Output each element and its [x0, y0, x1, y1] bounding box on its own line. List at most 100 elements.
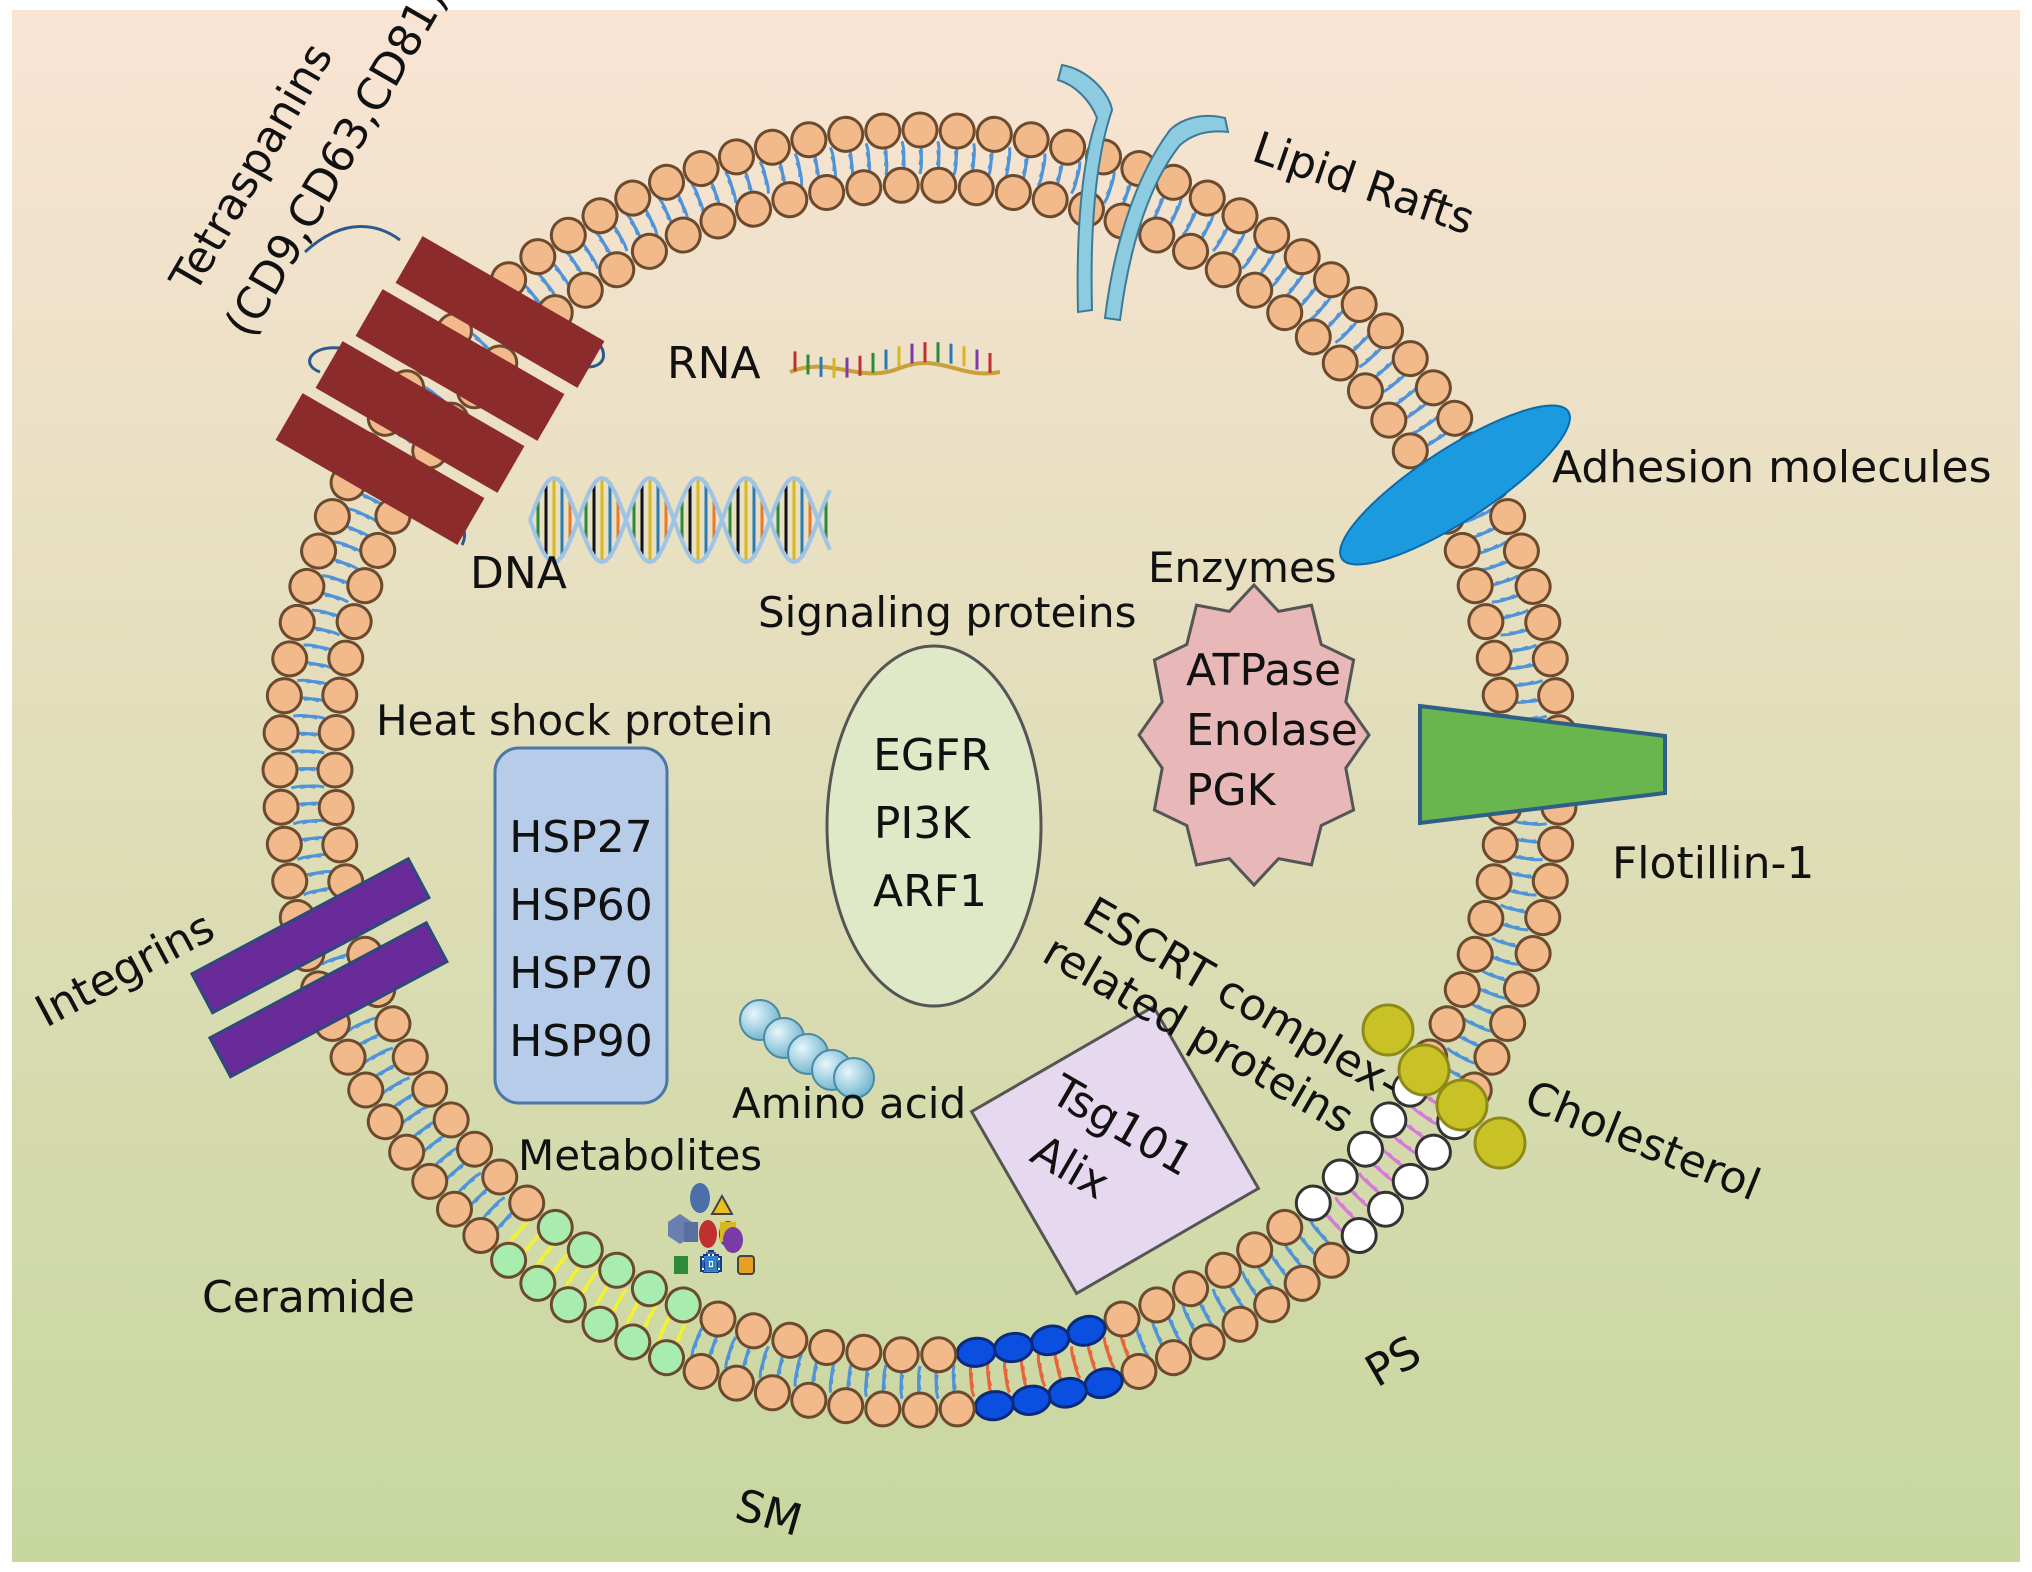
lipid-head: [1283, 1264, 1321, 1302]
lipid-tail: [297, 678, 322, 686]
lipid-tail: [1482, 988, 1507, 1000]
lipid-head: [957, 169, 995, 207]
lipid-tail: [724, 170, 735, 195]
lipid-head: [882, 166, 920, 204]
hsp-item: HSP60: [509, 880, 653, 931]
dna-icon: [528, 475, 832, 565]
lipid-head: [321, 826, 359, 864]
lipid-tail: [934, 1374, 940, 1400]
lipid-head: [278, 603, 316, 641]
lipid-tail: [333, 540, 358, 552]
lipid-head: [335, 603, 373, 641]
lipid-head: [1031, 181, 1069, 219]
lipid-head: [262, 714, 300, 752]
lipid-tail: [864, 1372, 870, 1397]
lipid-head: [1172, 232, 1210, 270]
lipid-head: [1049, 128, 1087, 166]
lipid-head: [598, 251, 636, 289]
lipid-tail: [302, 888, 328, 897]
lipid-head: [1467, 603, 1505, 641]
lipid-head: [391, 1038, 429, 1076]
lipid-head: [519, 238, 557, 276]
lipid-tail: [1004, 1368, 1011, 1394]
lipid-head: [682, 150, 720, 188]
adhesion-molecule-icon: [1339, 404, 1571, 566]
lipid-head: [1346, 1130, 1384, 1168]
hsp-box: [493, 746, 669, 1105]
amino-acid-icon: [739, 999, 875, 1099]
signaling-proteins-label: Signaling proteins: [758, 588, 1137, 637]
enzyme-item: Enolase: [1186, 705, 1358, 756]
lipid-head: [549, 216, 587, 254]
lipid-head: [490, 1241, 528, 1279]
lipid-tail: [1004, 147, 1012, 172]
lipid-tail: [864, 142, 871, 168]
lipid-head: [717, 138, 755, 176]
lipid-tail: [657, 1319, 670, 1343]
lipid-head: [508, 1184, 546, 1222]
lipid-head: [1138, 1286, 1176, 1324]
lipid-head: [753, 1374, 791, 1412]
lipid-head: [864, 1390, 902, 1428]
escrt-box: [969, 1004, 1261, 1296]
lipid-head: [536, 1208, 574, 1246]
lipid-head: [265, 825, 303, 863]
ceramide-label: Ceramide: [202, 1272, 415, 1323]
lipid-tail: [1038, 1362, 1047, 1388]
lipid-tail: [296, 854, 322, 861]
lipid-tail: [1512, 643, 1538, 652]
lipid-head: [316, 751, 354, 789]
lipid-head: [366, 1103, 404, 1141]
lipid-tail: [900, 140, 906, 166]
lipid-tail: [970, 143, 976, 168]
lipid-tail: [1494, 955, 1519, 966]
lipid-tail: [1072, 161, 1082, 186]
lipid-head: [1367, 312, 1405, 350]
lipid-head: [329, 1038, 367, 1076]
lipid-head: [614, 179, 652, 217]
lipid-head: [271, 640, 309, 678]
lipid-tail: [829, 146, 836, 172]
lipid-head: [411, 1070, 449, 1108]
lipid-head: [845, 169, 883, 207]
lipid-head: [435, 1190, 473, 1228]
lipid-tail: [1138, 1333, 1150, 1358]
lipid-head: [388, 1133, 426, 1171]
lipid-tail: [1170, 197, 1183, 221]
lipid-tail: [1505, 608, 1530, 618]
lipid-tail: [1105, 171, 1116, 196]
lipid-head: [346, 567, 384, 605]
lipid-head: [938, 1390, 976, 1428]
lipid-head: [771, 181, 809, 219]
lipid-head: [411, 1162, 449, 1200]
lipid-head: [717, 1364, 755, 1402]
lipid-head: [920, 1336, 958, 1374]
lipid-head: [456, 1130, 494, 1168]
lipid-head: [359, 531, 397, 569]
lipid-head: [614, 1323, 652, 1361]
lipid-tail: [625, 1304, 639, 1327]
lipid-tail: [1495, 574, 1520, 585]
lipid-tail: [1518, 679, 1544, 686]
lipid-head: [1266, 294, 1304, 332]
lipid-head: [1537, 825, 1575, 863]
lipid-tail: [1518, 854, 1543, 862]
rna-icon: [789, 342, 1001, 378]
signal-item: PI3K: [874, 798, 972, 849]
lipid-head: [1103, 1300, 1141, 1338]
lipid-head: [1266, 1208, 1304, 1246]
lipid-tail: [1469, 1020, 1493, 1033]
lipid-tail: [1072, 1355, 1082, 1380]
lipid-head: [955, 1336, 997, 1368]
lipid-tail: [1483, 540, 1508, 552]
enzyme-item: PGK: [1186, 765, 1277, 816]
tetraspanins-icon: [275, 225, 606, 546]
lipid-head: [1414, 1133, 1452, 1171]
flotillin-icon: [1418, 703, 1667, 826]
lipid-head: [827, 115, 865, 153]
lipid-tail: [793, 1362, 802, 1387]
lipid-head: [1391, 340, 1429, 378]
lipid-tail: [758, 1354, 768, 1379]
lipid-head: [699, 202, 737, 240]
lipid-head: [1294, 1184, 1332, 1222]
